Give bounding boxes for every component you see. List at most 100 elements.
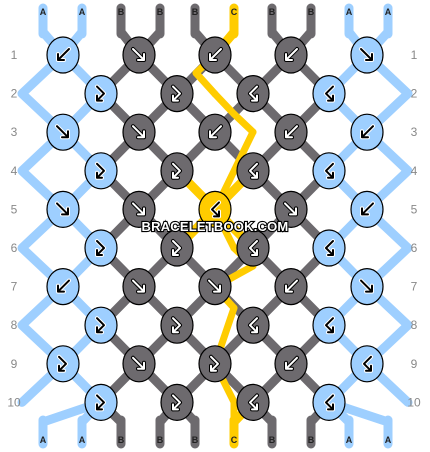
knot — [350, 345, 384, 383]
knot-arrow-icon — [360, 48, 373, 61]
knot-ellipse — [312, 74, 346, 113]
knot-ellipse — [312, 306, 346, 344]
knot-arrow-icon — [172, 85, 181, 102]
thread-edge-left — [17, 50, 68, 407]
knot — [46, 190, 80, 228]
knot-arrow-icon — [361, 202, 374, 216]
knot-arrow-icon — [58, 355, 67, 372]
knot-ellipse — [236, 229, 270, 267]
knot-arrow-icon — [325, 394, 334, 411]
knot — [198, 268, 232, 306]
knot-arrow-icon — [57, 48, 70, 61]
row-label-right: 2 — [411, 87, 418, 101]
knot-arrow-icon — [249, 162, 258, 179]
knot — [350, 113, 384, 151]
thread-edge-right — [362, 50, 413, 407]
knot-arrow-icon — [211, 201, 220, 218]
string-letter-top: B — [118, 7, 125, 17]
knot-arrow-icon — [325, 317, 334, 334]
knot-arrow-icon — [96, 240, 105, 256]
knot — [198, 345, 232, 383]
knot-ellipse — [160, 74, 194, 113]
knot — [236, 152, 270, 190]
string-letter-bottom: A — [346, 435, 353, 445]
row-label-right: 6 — [411, 241, 418, 255]
row-label-right: 4 — [411, 164, 418, 178]
knot — [46, 36, 80, 74]
knot-ellipse — [84, 229, 118, 267]
knot — [274, 113, 308, 151]
row-label-right: 1 — [411, 48, 418, 62]
knot-ellipse — [198, 190, 232, 228]
knot-arrow-icon — [325, 85, 334, 102]
knot-arrow-icon — [249, 394, 258, 411]
knot — [84, 383, 118, 421]
knot-ellipse — [312, 152, 346, 190]
knot-arrow-icon — [210, 355, 219, 372]
knot — [274, 268, 308, 306]
row-label-left: 3 — [11, 125, 18, 139]
row-label-right: 5 — [411, 202, 418, 216]
knot-arrow-icon — [209, 48, 222, 61]
row-label-left: 1 — [11, 48, 18, 62]
row-label-left: 7 — [11, 280, 18, 294]
knot — [46, 113, 80, 151]
string-letter-top: B — [269, 7, 276, 17]
knot-arrow-icon — [132, 48, 145, 61]
string-letter-top: A — [346, 7, 353, 17]
row-label-left: 2 — [11, 87, 18, 101]
row-label-left: 8 — [11, 318, 18, 332]
knot-arrow-icon — [132, 279, 145, 293]
knot — [46, 268, 80, 306]
knot-arrow-icon — [360, 279, 373, 293]
knot-arrow-icon — [284, 202, 297, 216]
row-label-right: 7 — [411, 280, 418, 294]
string-letter-top: B — [192, 7, 199, 17]
knot-arrow-icon — [249, 317, 258, 334]
knot — [84, 306, 118, 344]
knot-arrow-icon — [96, 317, 105, 334]
knot-ellipse — [312, 383, 346, 421]
knot — [312, 74, 346, 113]
knot — [350, 190, 384, 228]
knot-arrow-icon — [96, 85, 105, 102]
knot-arrow-icon — [285, 279, 298, 293]
knot — [274, 345, 308, 383]
knot — [312, 306, 346, 344]
knot — [236, 306, 270, 344]
knot — [198, 190, 232, 228]
knot — [236, 229, 270, 267]
knot — [350, 36, 384, 74]
knot-arrow-icon — [209, 125, 222, 139]
knot — [312, 152, 346, 190]
knot — [198, 36, 232, 74]
string-letter-top: B — [308, 7, 315, 17]
knot — [160, 383, 194, 421]
knot — [160, 306, 194, 344]
string-letter-top: A — [79, 7, 86, 17]
string-letter-bottom: A — [79, 435, 86, 445]
knot-arrow-icon — [325, 240, 334, 256]
knot — [160, 229, 194, 267]
knot-arrow-icon — [249, 85, 258, 102]
knot-ellipse — [236, 152, 270, 190]
knot-ellipse — [160, 306, 194, 344]
row-label-right: 8 — [411, 318, 418, 332]
row-label-left: 5 — [11, 202, 18, 216]
knot — [84, 74, 118, 113]
string-letter-bottom: C — [231, 435, 238, 445]
knot-arrow-icon — [285, 356, 298, 370]
knot-ellipse — [312, 229, 346, 267]
knot-ellipse — [160, 229, 194, 267]
knot-ellipse — [350, 345, 384, 383]
string-letter-bottom: B — [157, 435, 164, 445]
thread-segment — [192, 69, 219, 98]
string-letter-bottom: B — [192, 435, 199, 445]
knot-arrow-icon — [57, 279, 70, 293]
knot-ellipse — [236, 383, 270, 421]
row-label-right: 9 — [411, 357, 418, 371]
watermark-text: BRACELETBOOK.COM — [142, 219, 289, 234]
